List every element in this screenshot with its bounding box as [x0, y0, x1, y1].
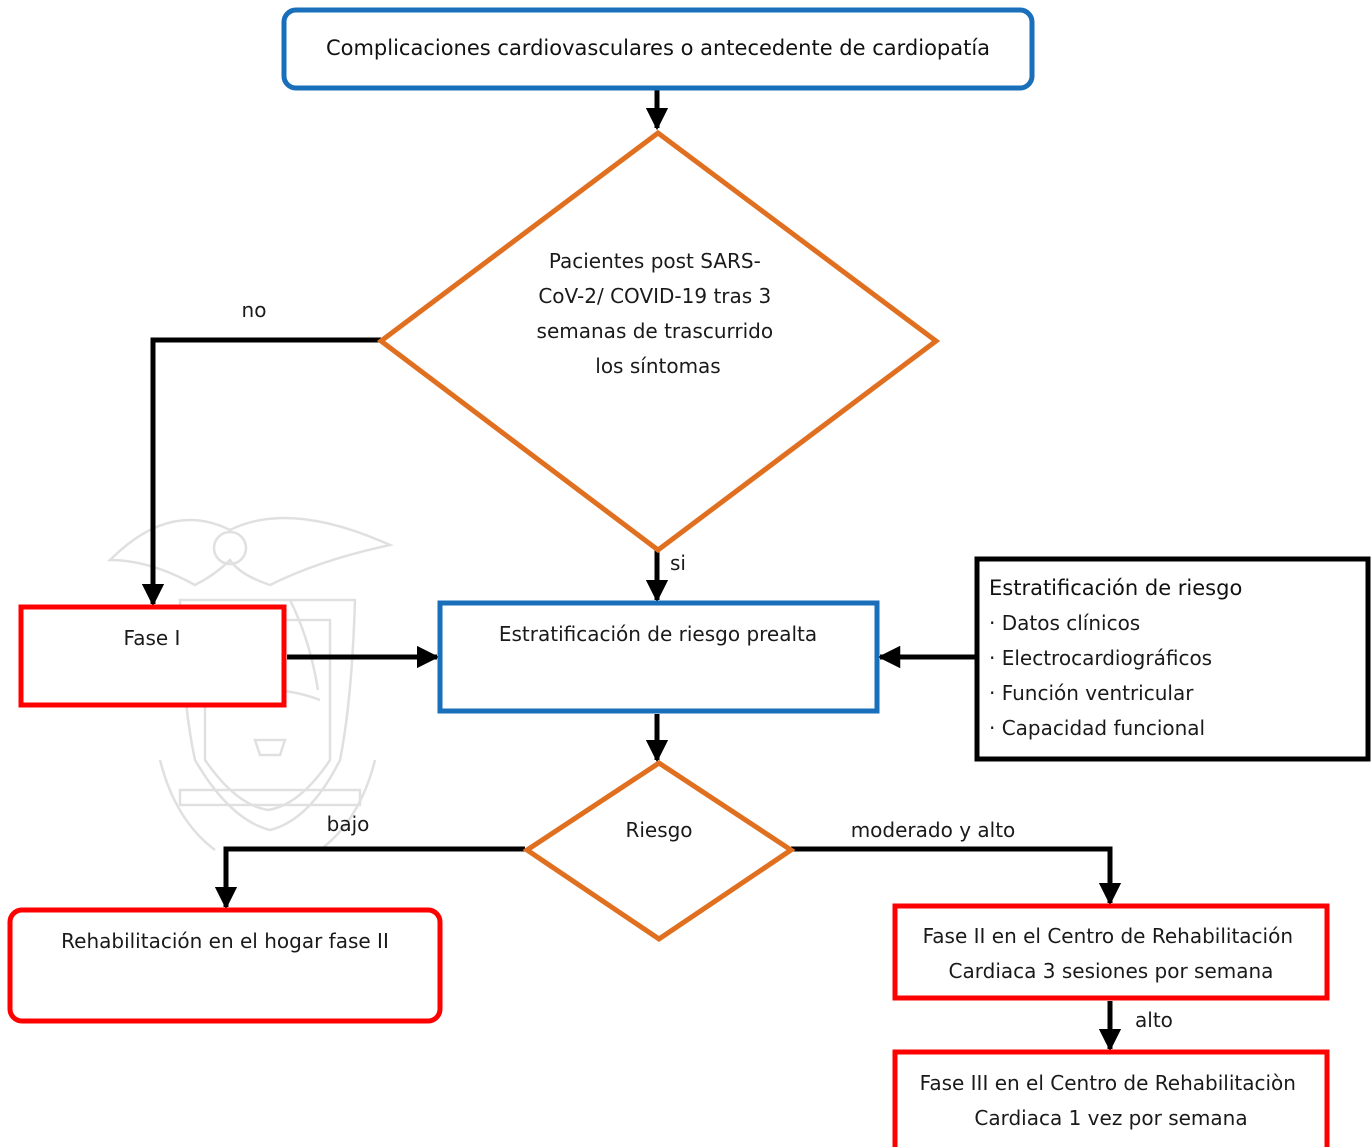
node-fase1-box [18, 604, 287, 708]
node-strat-title: Estratificación de riesgo [989, 576, 1242, 600]
node-fase2-label: Fase II en el Centro de Rehabilitación C… [923, 924, 1300, 983]
decision-post-covid-label: Pacientes post SARS- CoV-2/ COVID-19 tra… [537, 249, 780, 378]
strat-item: · Función ventricular [989, 681, 1194, 705]
node-hogar-box [7, 907, 443, 1024]
node-fase3-label: Fase III en el Centro de Rehabilitaciòn … [920, 1071, 1303, 1130]
strat-item: · Datos clínicos [989, 611, 1140, 635]
node-strat-items: · Datos clínicos · Electrocardiográficos… [989, 611, 1218, 740]
edge-no-to-fase1 [141, 337, 381, 607]
node-top-label: Complicaciones cardiovasculares o antece… [326, 36, 990, 60]
decision-riesgo [522, 760, 796, 943]
decision-post-covid [376, 129, 941, 554]
node-prealta-box [437, 600, 880, 714]
edge-label-moderado: moderado y alto [851, 818, 1016, 842]
node-fase3-box [892, 1049, 1330, 1147]
edge-label-bajo: bajo [327, 812, 370, 836]
edge-label-no: no [242, 298, 267, 322]
edge-moderado-to-fase2 [791, 846, 1122, 906]
node-fase2-box [892, 903, 1330, 1001]
node-prealta-label: Estratificación de riesgo prealta [499, 622, 817, 646]
edge-label-si: si [670, 551, 686, 575]
edge-bajo-to-hogar [214, 846, 525, 910]
node-fase1-label: Fase I [124, 626, 181, 650]
strat-item: · Capacidad funcional [989, 716, 1205, 740]
node-hogar-label: Rehabilitación en el hogar fase II [61, 929, 389, 953]
edge-label-alto: alto [1135, 1008, 1173, 1032]
strat-item: · Electrocardiográficos [989, 646, 1212, 670]
node-strat-box [974, 556, 1371, 762]
node-top-box [281, 7, 1035, 91]
decision-riesgo-label: Riesgo [625, 818, 692, 842]
